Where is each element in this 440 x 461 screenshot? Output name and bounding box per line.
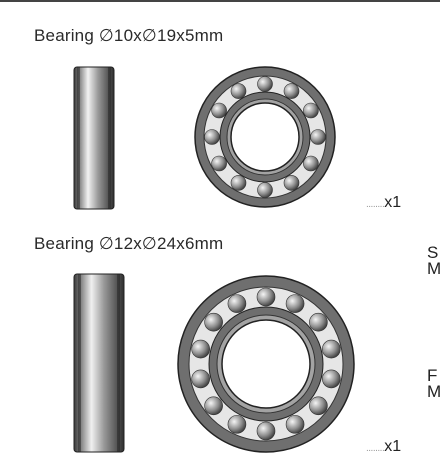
side-letter: M [427, 382, 440, 401]
clipped-side-text-1: S M [427, 243, 440, 278]
bearing-ball [303, 102, 319, 119]
bearing-ball [309, 312, 328, 332]
part-2-quantity: ........x1 [366, 438, 401, 456]
bearing-1-side-view [73, 66, 115, 210]
bearing-ball [230, 175, 247, 191]
bearing-ball [322, 339, 341, 359]
bearing-ball [256, 421, 276, 441]
side-letter: S [427, 243, 439, 262]
bearing-ball [191, 339, 210, 359]
quantity-leader-dots: ........ [366, 443, 385, 454]
side-letter: F [427, 366, 438, 385]
quantity-leader-dots: ........ [366, 199, 385, 210]
bearing-ball [211, 155, 227, 172]
part-1-quantity: ........x1 [366, 194, 401, 212]
bearing-ball [204, 312, 223, 332]
bearing-2-side-view [73, 273, 125, 453]
top-rule [0, 0, 440, 2]
bearing-ball [310, 129, 326, 145]
bearing-ball [283, 175, 300, 191]
bearing-ball [285, 415, 305, 434]
bearing-ball [283, 83, 300, 99]
bearing-2-front-view [177, 275, 355, 453]
bearing-ball [303, 155, 319, 172]
bearing-1-front-view [194, 66, 336, 208]
bearing-ball [204, 396, 223, 416]
bearing-ball [309, 396, 328, 416]
bearing-ball [191, 369, 210, 389]
part-2-title: Bearing ∅12x∅24x6mm [34, 234, 224, 253]
quantity-value: x1 [384, 194, 402, 211]
bearing-ball [285, 294, 305, 313]
clipped-side-text-2: F M [427, 366, 440, 401]
side-letter: M [427, 259, 440, 278]
quantity-value: x1 [384, 438, 402, 455]
part-1-title: Bearing ∅10x∅19x5mm [34, 26, 224, 45]
bearing-ball [211, 102, 227, 119]
bearing-ball [256, 287, 276, 307]
bearing-ball [322, 369, 341, 389]
bearing-ball [257, 182, 273, 198]
bearing-ball [227, 294, 247, 313]
bearing-ball [227, 415, 247, 434]
bearing-ball [230, 83, 247, 99]
bearing-ball [257, 76, 273, 92]
bearing-ball [204, 129, 220, 145]
